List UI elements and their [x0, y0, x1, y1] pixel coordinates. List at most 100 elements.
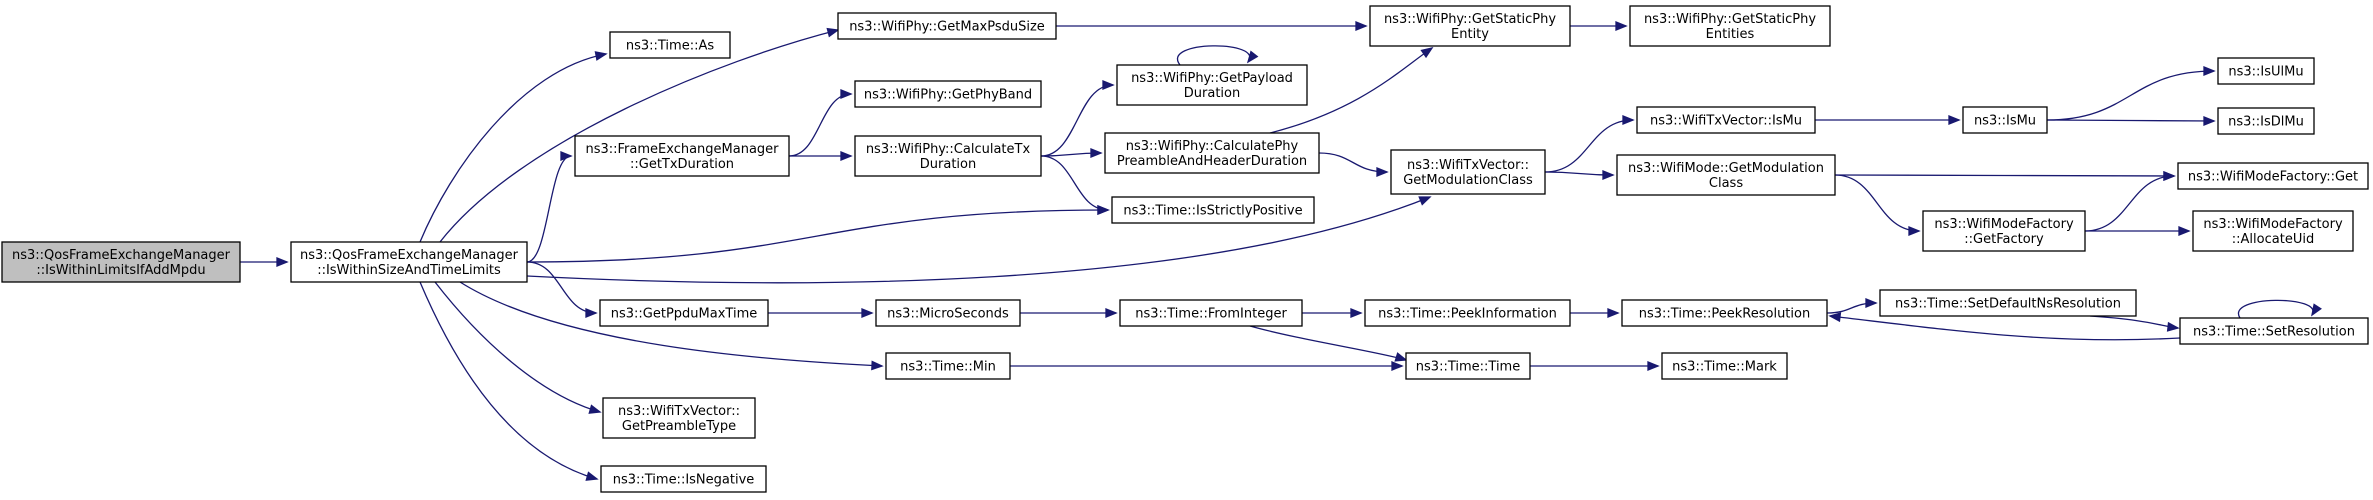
edge-setResolution-to-setResolution	[2237, 299, 2322, 319]
edge-isWithinSizeAndTimeLimits-to-timeAs	[419, 51, 608, 243]
node-label-line: ns3::Time::IsNegative	[613, 473, 755, 488]
node-label-line: Entities	[1706, 27, 1755, 42]
arrowhead-icon	[840, 89, 853, 99]
node-label-line: ns3::WifiPhy::GetMaxPsduSize	[849, 20, 1045, 35]
node-timeTime[interactable]: ns3::Time::Time	[1405, 352, 1531, 380]
arrowhead-icon	[1418, 196, 1432, 206]
edge-line	[526, 261, 597, 314]
node-calculatePhyPreamble[interactable]: ns3::WifiPhy::CalculatePhyPreambleAndHea…	[1104, 132, 1320, 174]
node-label-line: ns3::WifiModeFactory	[1934, 217, 2074, 232]
edge-getTxDurationFem-to-getPhyBand	[788, 89, 853, 157]
node-box	[1879, 289, 2137, 317]
node-box	[1390, 149, 1546, 195]
edges-layer	[240, 21, 2322, 481]
node-getMaxPsduSize[interactable]: ns3::WifiPhy::GetMaxPsduSize	[837, 12, 1057, 40]
arrowhead-icon	[2178, 226, 2191, 236]
edge-fromInteger-to-peekInformation	[1302, 308, 1363, 318]
arrowhead-icon	[1622, 115, 1635, 125]
node-box	[854, 80, 1042, 108]
node-box	[1111, 196, 1315, 224]
node-getPpduMaxTime[interactable]: ns3::GetPpduMaxTime	[599, 299, 769, 327]
node-label-line: ::IsWithinLimitsIfAddMpdu	[36, 263, 205, 278]
edge-microSeconds-to-fromInteger	[1020, 308, 1118, 318]
edge-peekResolution-to-setDefaultNsResolution	[1826, 298, 1878, 314]
node-isUlMu[interactable]: ns3::IsUlMu	[2217, 57, 2315, 85]
node-box	[1621, 299, 1828, 327]
node-microSeconds[interactable]: ns3::MicroSeconds	[875, 299, 1021, 327]
node-box	[1369, 5, 1571, 47]
node-isWithinLimitsIfAddMpdu[interactable]: ns3::QosFrameExchangeManager::IsWithinLi…	[1, 241, 241, 283]
node-getModulationClassMode[interactable]: ns3::WifiMode::GetModulationClass	[1616, 154, 1836, 196]
node-box	[609, 31, 731, 59]
node-getModulationClassTx[interactable]: ns3::WifiTxVector::GetModulationClass	[1390, 149, 1546, 195]
node-box	[1104, 132, 1320, 174]
node-isNegative[interactable]: ns3::Time::IsNegative	[600, 465, 767, 493]
edge-getTxDurationFem-to-calculateTxDuration	[788, 151, 853, 161]
node-timeMin[interactable]: ns3::Time::Min	[885, 352, 1011, 380]
node-wifiTxVectorIsMu[interactable]: ns3::WifiTxVector::IsMu	[1636, 106, 1816, 134]
node-label-line: ns3::QosFrameExchangeManager	[300, 248, 519, 263]
node-getTxDurationFem[interactable]: ns3::FrameExchangeManager::GetTxDuration	[574, 135, 790, 177]
edge-isWithinSizeAndTimeLimits-to-getTxDurationFem	[526, 151, 573, 263]
node-label-line: ::AllocateUid	[2232, 232, 2314, 247]
node-isStrictlyPositive[interactable]: ns3::Time::IsStrictlyPositive	[1111, 196, 1315, 224]
node-wifiModeFactoryGet[interactable]: ns3::WifiModeFactory::Get	[2177, 162, 2369, 190]
nodes-layer: ns3::QosFrameExchangeManager::IsWithinLi…	[1, 5, 2369, 493]
edge-line	[788, 93, 852, 157]
arrowhead-icon	[826, 27, 840, 38]
node-label-line: ::IsWithinSizeAndTimeLimits	[317, 263, 501, 278]
node-box	[1116, 64, 1308, 106]
node-isDlMu[interactable]: ns3::IsDlMu	[2217, 107, 2315, 135]
node-label-line: Entity	[1451, 27, 1489, 42]
node-allocateUid[interactable]: ns3::WifiModeFactory::AllocateUid	[2192, 210, 2354, 252]
node-box	[602, 397, 756, 439]
arrowhead-icon	[1376, 167, 1389, 177]
node-timeAs[interactable]: ns3::Time::As	[609, 31, 731, 59]
arrowhead-icon	[1607, 308, 1620, 318]
edge-getModulationClassTx-to-getModulationClassMode	[1544, 170, 1615, 180]
node-box	[600, 465, 767, 493]
edge-isWithinSizeAndTimeLimits-to-isStrictlyPositive	[526, 205, 1110, 263]
node-timeMark[interactable]: ns3::Time::Mark	[1661, 352, 1788, 380]
node-peekInformation[interactable]: ns3::Time::PeekInformation	[1364, 299, 1571, 327]
node-getPhyBand[interactable]: ns3::WifiPhy::GetPhyBand	[854, 80, 1042, 108]
arrowhead-icon	[2311, 303, 2322, 317]
edge-isWithinSizeAndTimeLimits-to-getModulationClassTx	[526, 196, 1432, 284]
node-isMu[interactable]: ns3::IsMu	[1962, 106, 2048, 134]
node-label-line: ns3::WifiModeFactory	[2203, 217, 2343, 232]
arrowhead-icon	[594, 51, 608, 61]
node-label-line: ns3::Time::PeekResolution	[1639, 307, 1810, 322]
node-box	[1, 241, 241, 283]
edge-getPpduMaxTime-to-microSeconds	[768, 308, 874, 318]
edge-line	[2237, 299, 2314, 319]
node-box	[1629, 5, 1831, 47]
node-label-line: Duration	[920, 157, 976, 172]
node-box	[2217, 57, 2315, 85]
edge-getPayloadDuration-to-getPayloadDuration	[1176, 45, 1259, 66]
arrowhead-icon	[2163, 171, 2176, 181]
node-setResolution[interactable]: ns3::Time::SetResolution	[2179, 317, 2369, 345]
edge-line	[1269, 47, 1433, 134]
node-label-line: ns3::IsMu	[1974, 114, 2036, 129]
node-box	[1405, 352, 1531, 380]
node-peekResolution[interactable]: ns3::Time::PeekResolution	[1621, 299, 1828, 327]
node-getFactory[interactable]: ns3::WifiModeFactory::GetFactory	[1922, 210, 2086, 252]
node-box	[837, 12, 1057, 40]
arrowhead-icon	[1090, 148, 1103, 158]
edge-line	[1829, 315, 2181, 341]
edge-timeMin-to-timeTime	[1010, 361, 1404, 371]
node-label-line: ns3::Time::SetDefaultNsResolution	[1895, 297, 2121, 312]
edge-line	[2046, 119, 2215, 122]
node-fromInteger[interactable]: ns3::Time::FromInteger	[1119, 299, 1303, 327]
node-label-line: ns3::Time::As	[626, 39, 715, 54]
edge-line	[1040, 155, 1109, 211]
node-box	[1922, 210, 2086, 252]
node-isWithinSizeAndTimeLimits[interactable]: ns3::QosFrameExchangeManager::IsWithinSi…	[290, 241, 528, 283]
node-getPreambleType[interactable]: ns3::WifiTxVector::GetPreambleType	[602, 397, 756, 439]
node-setDefaultNsResolution[interactable]: ns3::Time::SetDefaultNsResolution	[1879, 289, 2137, 317]
